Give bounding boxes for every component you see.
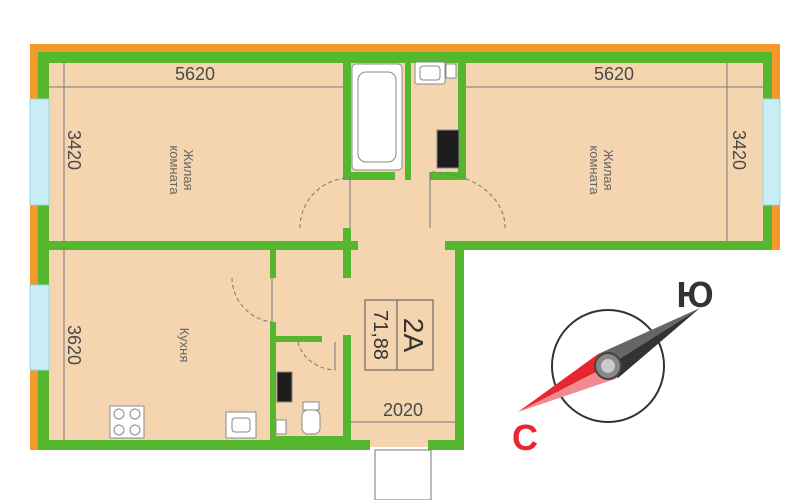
wall-bath-right <box>458 52 466 180</box>
right-living-label-line1: Жилая <box>601 149 616 190</box>
wc-boiler <box>276 371 293 403</box>
trim-right-upper <box>772 44 780 99</box>
compass-ring <box>551 309 665 423</box>
left-living-label-line1: Жилая <box>181 149 196 190</box>
door-wc <box>297 341 336 371</box>
wall-left-living-bottom-a <box>38 241 358 250</box>
trim-left-upper <box>30 44 38 99</box>
window-left-top <box>29 98 50 206</box>
right-living-width-label: 5620 <box>594 64 634 84</box>
burner-1 <box>113 408 125 420</box>
apartment-area: 71,88 <box>369 310 391 360</box>
right-living-height-label: 3420 <box>729 130 749 170</box>
right-living-label: Жилая комната <box>587 145 616 195</box>
door-kitchen <box>231 277 273 323</box>
apartment-type: 2А <box>398 318 429 353</box>
sink-bath-inner <box>419 65 441 81</box>
compass-needle-north <box>518 354 608 412</box>
left-living-height-label: 3420 <box>64 130 84 170</box>
left-living-label-line2: комната <box>167 145 182 195</box>
left-living-label: Жилая комната <box>167 145 196 195</box>
wall-kitchen-right <box>270 322 276 447</box>
burner-4 <box>129 424 141 436</box>
trim-left-lower <box>30 370 38 450</box>
wc-fixtures <box>275 371 321 435</box>
wc-small-sink <box>275 419 287 435</box>
wall-bottom <box>38 440 370 450</box>
burner-2 <box>129 408 141 420</box>
apartment-badge <box>364 299 434 371</box>
window-right <box>762 98 781 206</box>
wall-bath-bottom-right <box>430 172 466 180</box>
badge-right-box <box>396 299 434 371</box>
wall-bath-left <box>343 52 351 180</box>
bathroom-fixtures <box>351 61 460 171</box>
compass-hub-inner <box>601 359 615 373</box>
wall-left <box>38 52 49 450</box>
door-leaves <box>271 172 432 500</box>
toilet-tank <box>302 401 320 411</box>
left-living-width-label: 5620 <box>175 64 215 84</box>
compass: Ю С <box>512 274 714 458</box>
kitchen-sink-inner <box>231 417 251 433</box>
right-living-label-line2: комната <box>587 145 602 195</box>
wall-right-lower <box>455 245 464 450</box>
kitchen-fixtures <box>109 405 257 439</box>
dimension-lines <box>49 63 763 440</box>
boiler <box>436 129 460 169</box>
entrance-door-frame <box>374 449 432 500</box>
compass-north-label: С <box>512 417 538 458</box>
toilet-bowl <box>301 409 321 435</box>
compass-needle-south-light <box>598 308 700 366</box>
wall-wc-top <box>270 336 322 342</box>
wall-bottom-right <box>428 440 464 450</box>
trim-top <box>30 44 780 52</box>
door-left-living <box>299 177 351 229</box>
wall-kitchen-right-top <box>270 248 276 278</box>
burner-3 <box>113 424 125 436</box>
wall-bath-mid <box>405 52 411 180</box>
washer-bath <box>445 63 457 79</box>
wall-right-living-bottom <box>445 241 772 250</box>
compass-needle-north-light <box>518 366 618 412</box>
compass-south-label: Ю <box>676 274 713 315</box>
hall-width-label: 2020 <box>383 400 423 420</box>
wall-wc-bottom <box>276 436 351 442</box>
kitchen-label: Кухня <box>177 328 192 363</box>
kitchen-height-label: 3620 <box>64 325 84 365</box>
wall-wc-right <box>343 335 351 447</box>
bathtub-inner <box>357 71 397 163</box>
outer-trim <box>30 44 780 450</box>
window-left-bottom <box>29 284 50 371</box>
wall-hall-stub-left <box>343 228 351 278</box>
trim-left-mid <box>30 205 38 285</box>
windows <box>29 98 781 371</box>
compass-needle-south <box>608 308 700 378</box>
trim-right-lower <box>772 205 780 250</box>
wall-bath-bottom-left <box>343 172 395 180</box>
